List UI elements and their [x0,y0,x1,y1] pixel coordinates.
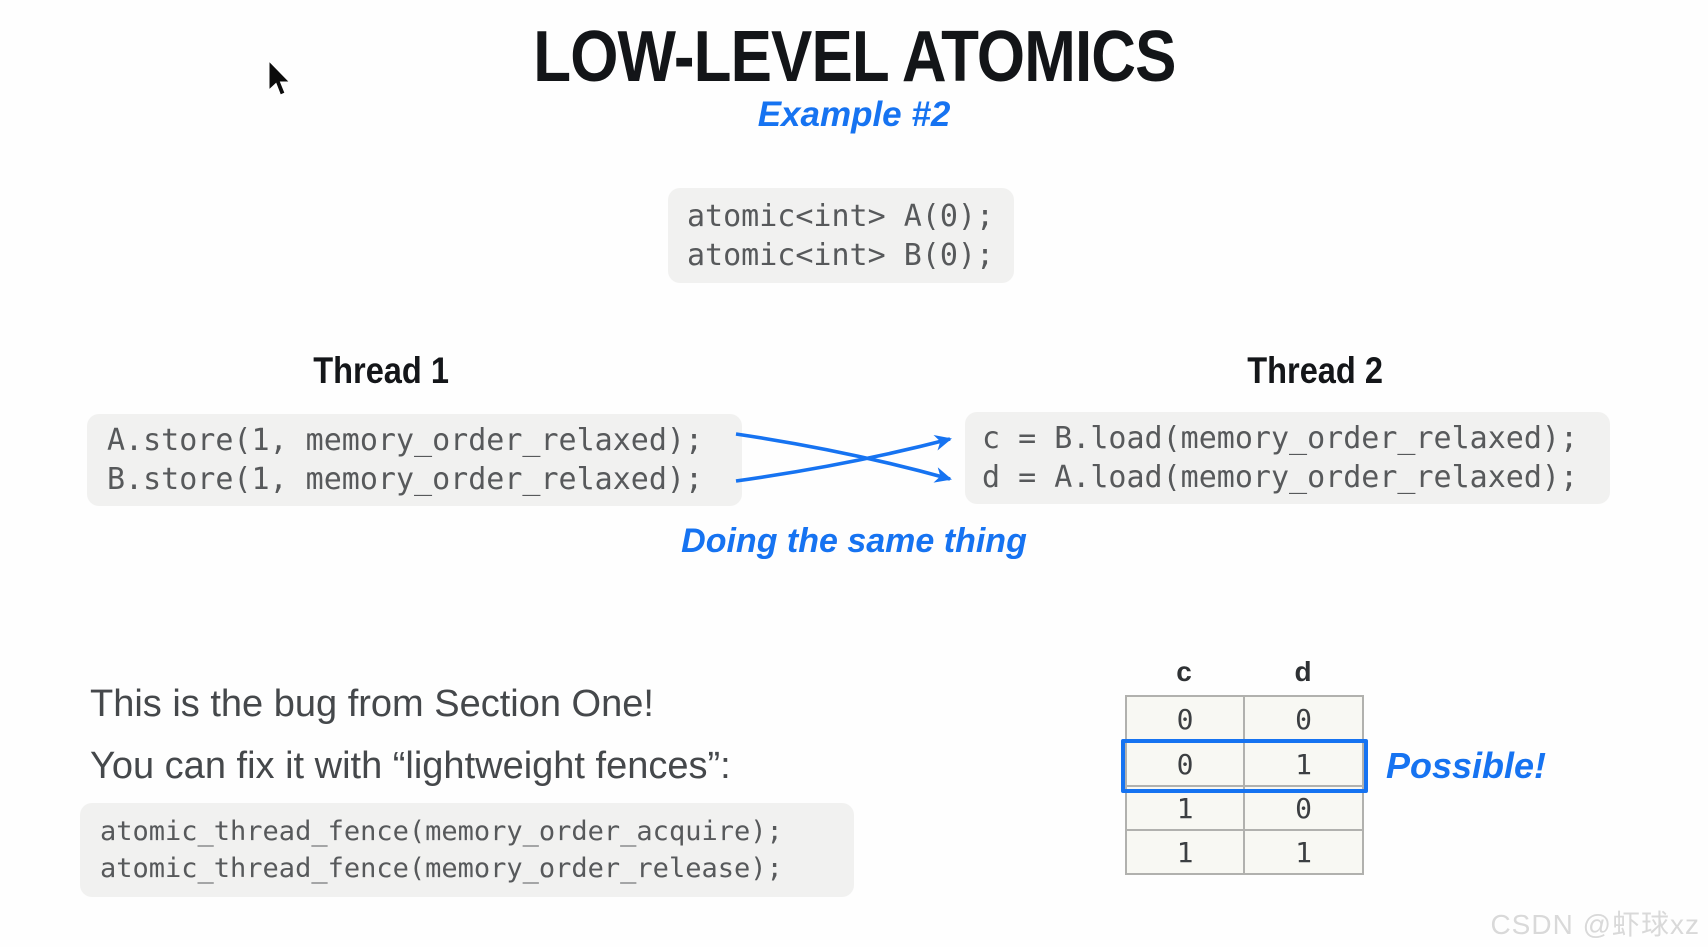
table-cell: 1 [1127,785,1245,829]
page-subtitle: Example #2 [757,95,951,134]
table-cell: 1 [1127,829,1245,873]
table-cell: 0 [1127,741,1245,785]
table-cell: 1 [1245,741,1362,785]
thread1-heading-text: Thread 1 [313,350,449,391]
thread1-code-box: A.store(1, memory_order_relaxed); B.stor… [87,414,742,506]
code-line: atomic<int> A(0); [687,198,995,234]
code-line: B.store(1, memory_order_relaxed); [107,462,704,497]
thread2-heading: Thread 2 [1115,350,1515,392]
csdn-watermark: CSDN @虾球xz [1490,909,1700,940]
cross-mapping-arrows-icon [735,432,952,483]
code-line: atomic_thread_fence(memory_order_release… [100,853,783,884]
code-line: c = B.load(memory_order_relaxed); [982,421,1579,456]
table-cell: 1 [1245,829,1362,873]
code-line: atomic_thread_fence(memory_order_acquire… [100,816,783,847]
fence-code-box: atomic_thread_fence(memory_order_acquire… [80,803,854,897]
setup-code-box: atomic<int> A(0); atomic<int> B(0); [668,188,1014,283]
code-line: A.store(1, memory_order_relaxed); [107,423,704,458]
possible-annotation: Possible! [1386,745,1547,786]
code-line: d = A.load(memory_order_relaxed); [982,460,1579,495]
page-title: LOW-LEVEL ATOMICS [0,16,1708,98]
bug-statement: This is the bug from Section One! [90,683,654,725]
thread2-heading-text: Thread 2 [1247,350,1383,391]
fix-statement: You can fix it with “lightweight fences”… [90,745,731,787]
table-cell: 0 [1245,697,1362,741]
arrows-caption: Doing the same thing [681,522,1027,560]
thread1-heading: Thread 1 [181,350,581,392]
page-title-text: LOW-LEVEL ATOMICS [532,17,1176,97]
mouse-cursor-icon [268,60,291,96]
cd-outcomes-table: 0 0 0 1 1 0 1 1 [1125,695,1364,875]
code-line: atomic<int> B(0); [687,237,995,273]
thread2-code-box: c = B.load(memory_order_relaxed); d = A.… [965,412,1610,504]
table-column-header-d: d [1294,656,1312,687]
table-column-header-c: c [1176,656,1192,687]
table-cell: 0 [1127,697,1245,741]
table-cell: 0 [1245,785,1362,829]
